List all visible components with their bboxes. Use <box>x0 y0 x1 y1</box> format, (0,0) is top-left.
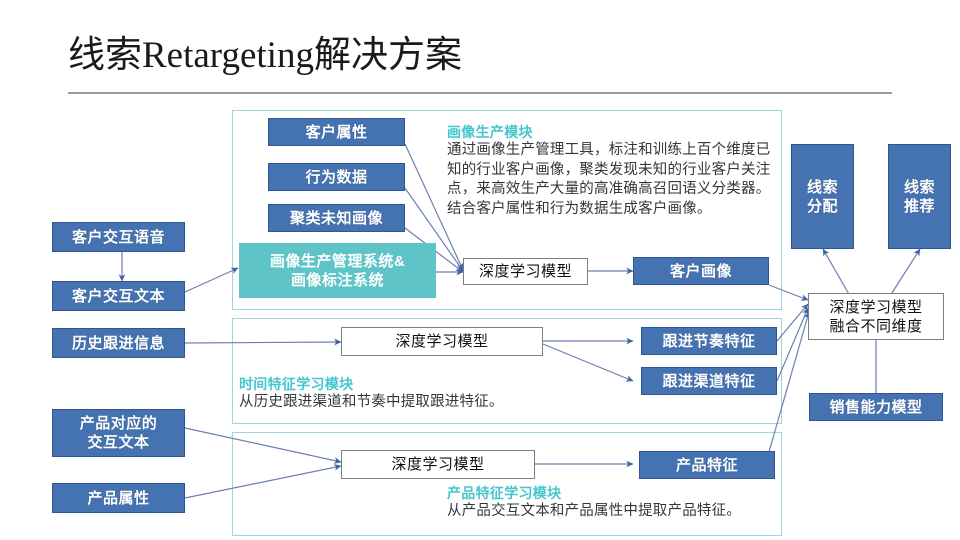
output-box-sales-capability-label: 销售能力模型 <box>829 398 923 416</box>
note-product-module-body: 从产品交互文本和产品属性中提取产品特征。 <box>447 503 741 519</box>
input-box-product-text-label-line1: 产品对应的 <box>79 415 158 432</box>
portrait-box-production-system-line1: 画像生产管理系统& <box>269 252 406 270</box>
portrait-box-cluster-unknown-label: 聚类未知画像 <box>289 209 383 227</box>
input-box-product-attr-label: 产品属性 <box>87 489 150 507</box>
portrait-box-customer-attr-label: 客户属性 <box>305 123 368 141</box>
input-box-customer-text[interactable]: 客户交互文本 <box>52 281 185 311</box>
input-box-customer-voice-label: 客户交互语音 <box>71 228 165 246</box>
output-box-fusion-model[interactable]: 深度学习模型 融合不同维度 <box>808 293 944 340</box>
note-portrait-module-body: 通过画像生产管理工具，标注和训练上百个维度已知的行业客户画像，聚类发现未知的行业… <box>447 142 771 217</box>
portrait-box-customer-portrait[interactable]: 客户画像 <box>633 257 769 285</box>
portrait-box-customer-portrait-label: 客户画像 <box>669 262 732 280</box>
product-box-deep-learning-model[interactable]: 深度学习模型 <box>341 450 535 479</box>
time-box-channel-feature[interactable]: 跟进渠道特征 <box>641 367 777 395</box>
input-box-product-text-label-line2: 交互文本 <box>87 434 150 451</box>
input-box-product-attr[interactable]: 产品属性 <box>52 483 185 513</box>
output-box-lead-recommend-line1: 线索 <box>903 178 935 196</box>
input-box-customer-voice[interactable]: 客户交互语音 <box>52 222 185 252</box>
output-box-lead-allocation-line2: 分配 <box>806 197 838 215</box>
panel-portrait-module <box>232 110 782 310</box>
output-box-fusion-model-line2: 融合不同维度 <box>829 317 923 335</box>
note-product-module: 产品特征学习模块 从产品交互文本和产品属性中提取产品特征。 <box>447 485 787 522</box>
portrait-box-customer-attr[interactable]: 客户属性 <box>268 118 405 146</box>
portrait-box-behavior-data[interactable]: 行为数据 <box>268 163 405 191</box>
input-box-product-text[interactable]: 产品对应的 交互文本 <box>52 409 185 457</box>
time-box-rhythm-feature-label: 跟进节奏特征 <box>662 332 756 350</box>
output-box-lead-allocation-line1: 线索 <box>806 178 838 196</box>
time-box-deep-learning-model-label: 深度学习模型 <box>395 333 489 350</box>
note-time-module-body: 从历史跟进渠道和节奏中提取跟进特征。 <box>239 394 504 410</box>
page-title: 线索Retargeting解决方案 <box>68 35 462 76</box>
output-box-sales-capability[interactable]: 销售能力模型 <box>809 393 943 421</box>
input-box-customer-text-label: 客户交互文本 <box>71 287 165 305</box>
time-box-deep-learning-model[interactable]: 深度学习模型 <box>341 327 543 356</box>
time-box-channel-feature-label: 跟进渠道特征 <box>662 372 756 390</box>
product-box-product-feature[interactable]: 产品特征 <box>639 451 775 479</box>
title-divider <box>68 92 892 94</box>
input-box-history-followup[interactable]: 历史跟进信息 <box>52 328 185 358</box>
note-product-module-heading: 产品特征学习模块 <box>447 485 562 501</box>
portrait-box-cluster-unknown[interactable]: 聚类未知画像 <box>268 204 405 232</box>
output-box-lead-recommend-line2: 推荐 <box>903 197 935 215</box>
time-box-rhythm-feature[interactable]: 跟进节奏特征 <box>641 327 777 355</box>
portrait-box-deep-learning-model[interactable]: 深度学习模型 <box>463 258 588 285</box>
portrait-box-production-system[interactable]: 画像生产管理系统& 画像标注系统 <box>239 243 436 298</box>
portrait-box-behavior-data-label: 行为数据 <box>305 168 368 186</box>
note-time-module: 时间特征学习模块 从历史跟进渠道和节奏中提取跟进特征。 <box>239 376 639 413</box>
product-box-deep-learning-model-label: 深度学习模型 <box>391 456 485 473</box>
note-portrait-module: 画像生产模块 通过画像生产管理工具，标注和训练上百个维度已知的行业客户画像，聚类… <box>447 124 777 219</box>
portrait-box-production-system-line2: 画像标注系统 <box>290 271 384 289</box>
portrait-box-deep-learning-model-label: 深度学习模型 <box>478 263 572 280</box>
note-portrait-module-heading: 画像生产模块 <box>447 124 533 140</box>
product-box-product-feature-label: 产品特征 <box>675 456 738 474</box>
input-box-history-followup-label: 历史跟进信息 <box>71 334 165 352</box>
note-time-module-heading: 时间特征学习模块 <box>239 376 354 392</box>
output-box-fusion-model-line1: 深度学习模型 <box>829 298 923 316</box>
output-box-lead-recommend[interactable]: 线索 推荐 <box>888 144 951 249</box>
output-box-lead-allocation[interactable]: 线索 分配 <box>791 144 854 249</box>
